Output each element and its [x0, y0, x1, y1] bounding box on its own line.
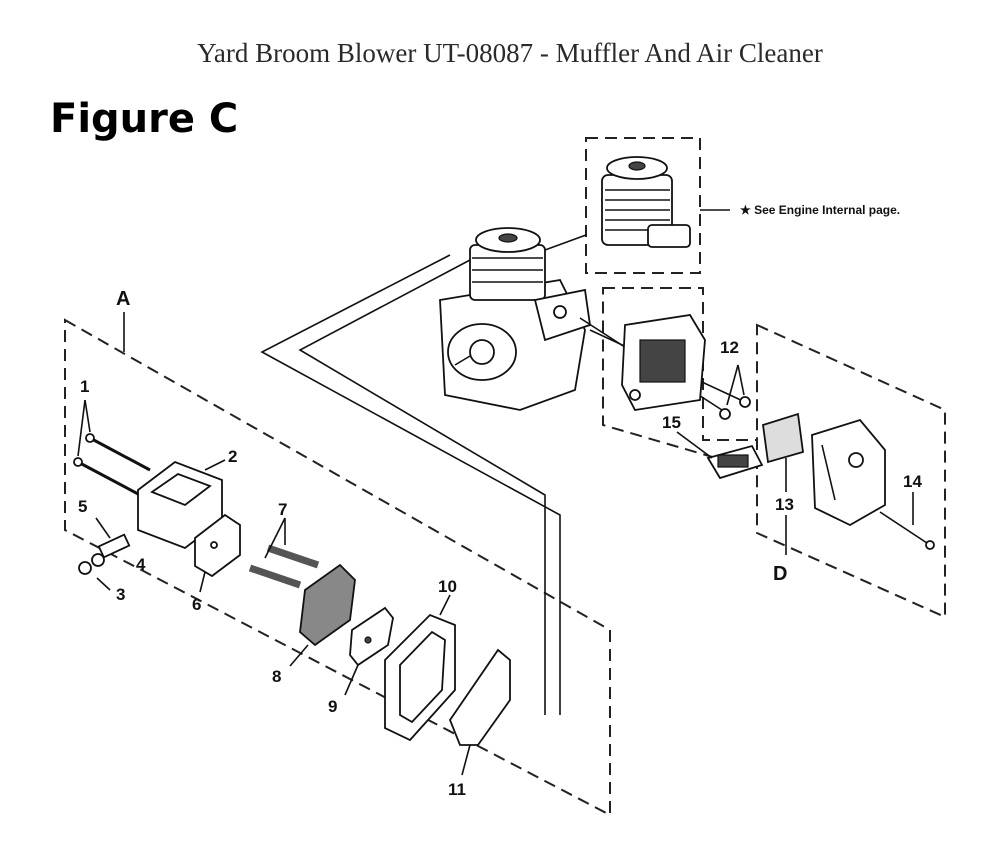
part-5-stud: [97, 533, 131, 559]
cylinder-illustration: [601, 156, 691, 248]
callout-8: 8: [272, 667, 281, 686]
air-cleaner-base-box: [602, 287, 758, 472]
callout-4: 4: [136, 555, 146, 574]
figure-label: Figure C: [50, 96, 239, 142]
part-15-choke: [706, 444, 764, 480]
part-10-muffler: [384, 613, 456, 742]
part-13-filter: [762, 412, 804, 464]
part-3-washer: [78, 561, 92, 575]
callout-9: 9: [328, 697, 337, 716]
callout-5: 5: [78, 497, 87, 516]
part-14-cover: [811, 418, 935, 550]
part-7-tubes: [248, 544, 320, 589]
callout-15: 15: [662, 413, 681, 432]
part-2-spacer: [137, 460, 223, 550]
page-title: Yard Broom Blower UT-08087 - Muffler And…: [197, 38, 823, 68]
callout-11: 11: [448, 780, 466, 799]
part-11-shield: [448, 648, 511, 746]
callout-7: 7: [278, 500, 287, 519]
callout-1: 1: [80, 377, 89, 396]
callout-6: 6: [192, 595, 201, 614]
part-12-nut-a: [719, 408, 731, 420]
callout-13: 13: [775, 495, 794, 514]
group-label-a: A: [116, 288, 130, 310]
callout-14: 14: [903, 472, 922, 491]
part-9-plate: [349, 606, 394, 667]
group-label-d: D: [773, 563, 787, 585]
air-cleaner-base: [621, 314, 706, 411]
engine-internal-box: [585, 137, 701, 274]
callout-3: 3: [116, 585, 125, 604]
callout-12: 12: [720, 338, 739, 357]
engine-internal-note: ★ See Engine Internal page.: [740, 203, 900, 217]
part-8-screen: [299, 563, 356, 647]
part-1-bolts: [73, 433, 151, 497]
part-6-gasket: [194, 513, 241, 578]
engine-illustration: [439, 227, 591, 411]
callout-2: 2: [228, 447, 237, 466]
part-12-nut-b: [739, 396, 751, 408]
callout-10: 10: [438, 577, 457, 596]
part-4-washer: [91, 553, 105, 567]
